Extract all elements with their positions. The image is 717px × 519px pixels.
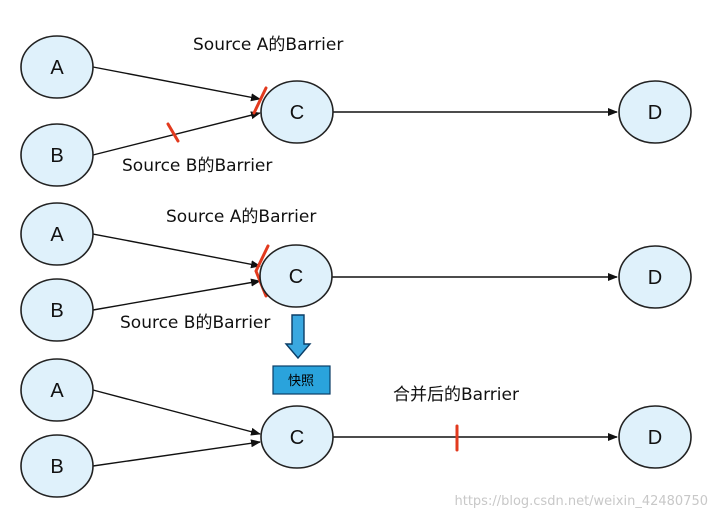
node-b-label: B — [50, 456, 63, 478]
node-a — [20, 358, 94, 422]
node-a — [20, 202, 94, 266]
node-d — [618, 245, 692, 309]
node-a — [20, 35, 94, 99]
node-a-label: A — [50, 224, 64, 246]
diagram-1: A B C D Source A的Barrier Source B的Barrie… — [20, 35, 692, 187]
barrier-source-a — [252, 86, 268, 115]
node-b — [20, 123, 94, 187]
snapshot-label: 快照 — [288, 374, 314, 389]
edge-b-c — [92, 439, 261, 467]
node-b-label: B — [50, 300, 63, 322]
snapshot-indicator: 快照 — [272, 314, 331, 395]
edge-a-c — [92, 389, 261, 436]
node-d — [618, 405, 692, 469]
node-b — [20, 434, 94, 498]
node-c — [260, 80, 334, 144]
node-a-label: A — [50, 57, 64, 79]
source-a-barrier-label: Source A的Barrier — [193, 35, 343, 55]
node-d-label: D — [648, 102, 662, 124]
down-arrow-icon — [284, 314, 312, 360]
node-d-label: D — [648, 267, 662, 289]
snapshot-box — [272, 365, 331, 395]
source-b-barrier-label: Source B的Barrier — [120, 313, 270, 333]
node-b — [20, 278, 94, 342]
node-c — [259, 244, 333, 308]
node-c-label: C — [290, 102, 304, 124]
watermark: https://blog.csdn.net/weixin_42480750 — [454, 494, 708, 509]
barrier-source-b — [166, 122, 180, 143]
node-c — [260, 405, 334, 469]
node-a-label: A — [50, 380, 64, 402]
edge-a-c — [92, 66, 261, 102]
edge-b-c — [92, 278, 261, 311]
edge-a-c — [92, 233, 261, 269]
node-b-label: B — [50, 145, 63, 167]
node-c-label: C — [290, 427, 304, 449]
merged-barrier-label: 合并后的Barrier — [393, 385, 519, 405]
node-d — [618, 80, 692, 144]
source-b-barrier-label: Source B的Barrier — [122, 156, 272, 176]
node-c-label: C — [289, 266, 303, 288]
node-d-label: D — [648, 427, 662, 449]
diagram-2: A B C D Source A的Barrier Source B的Barrie… — [20, 202, 692, 342]
source-a-barrier-label: Source A的Barrier — [166, 207, 316, 227]
diagram-3: A B C D 合并后的Barrier — [20, 358, 692, 498]
edge-b-c — [92, 111, 261, 156]
